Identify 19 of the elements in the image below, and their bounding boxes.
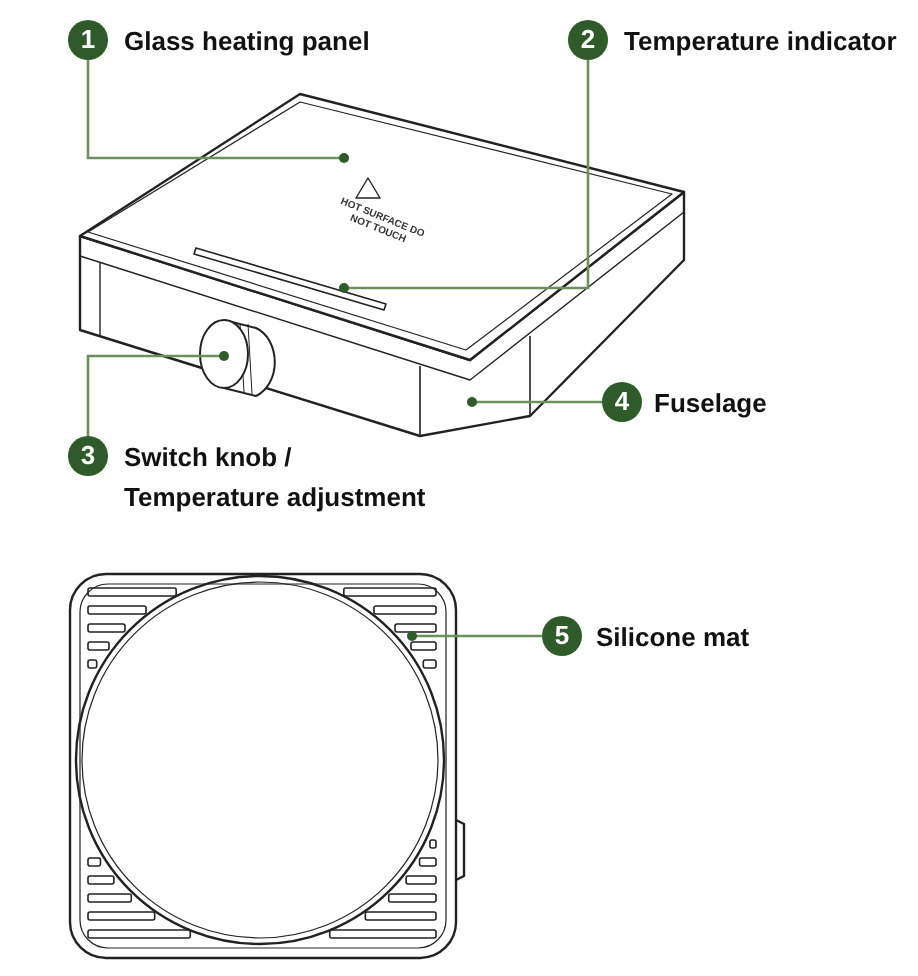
leader-line — [339, 60, 590, 293]
callout-number: 4 — [602, 382, 642, 422]
glass-panel — [78, 92, 686, 362]
callout-number: 1 — [68, 20, 108, 60]
part-label: Switch knob / Temperature adjustment — [124, 440, 428, 516]
callout-number: 2 — [568, 20, 608, 60]
part-label: Glass heating panel — [124, 24, 372, 60]
callout-number: 3 — [68, 436, 108, 476]
indicator-slot — [193, 247, 387, 311]
leader-line — [407, 631, 542, 641]
part-label: Fuselage — [654, 386, 769, 422]
control-knob — [199, 319, 276, 397]
leader-line — [467, 397, 602, 407]
silicone-mat — [68, 572, 466, 960]
leader-line — [86, 60, 349, 163]
part-label: Silicone mat — [596, 620, 752, 656]
leader-line — [86, 351, 229, 436]
callout-number: 5 — [542, 616, 582, 656]
part-label: Temperature indicator — [624, 24, 899, 60]
